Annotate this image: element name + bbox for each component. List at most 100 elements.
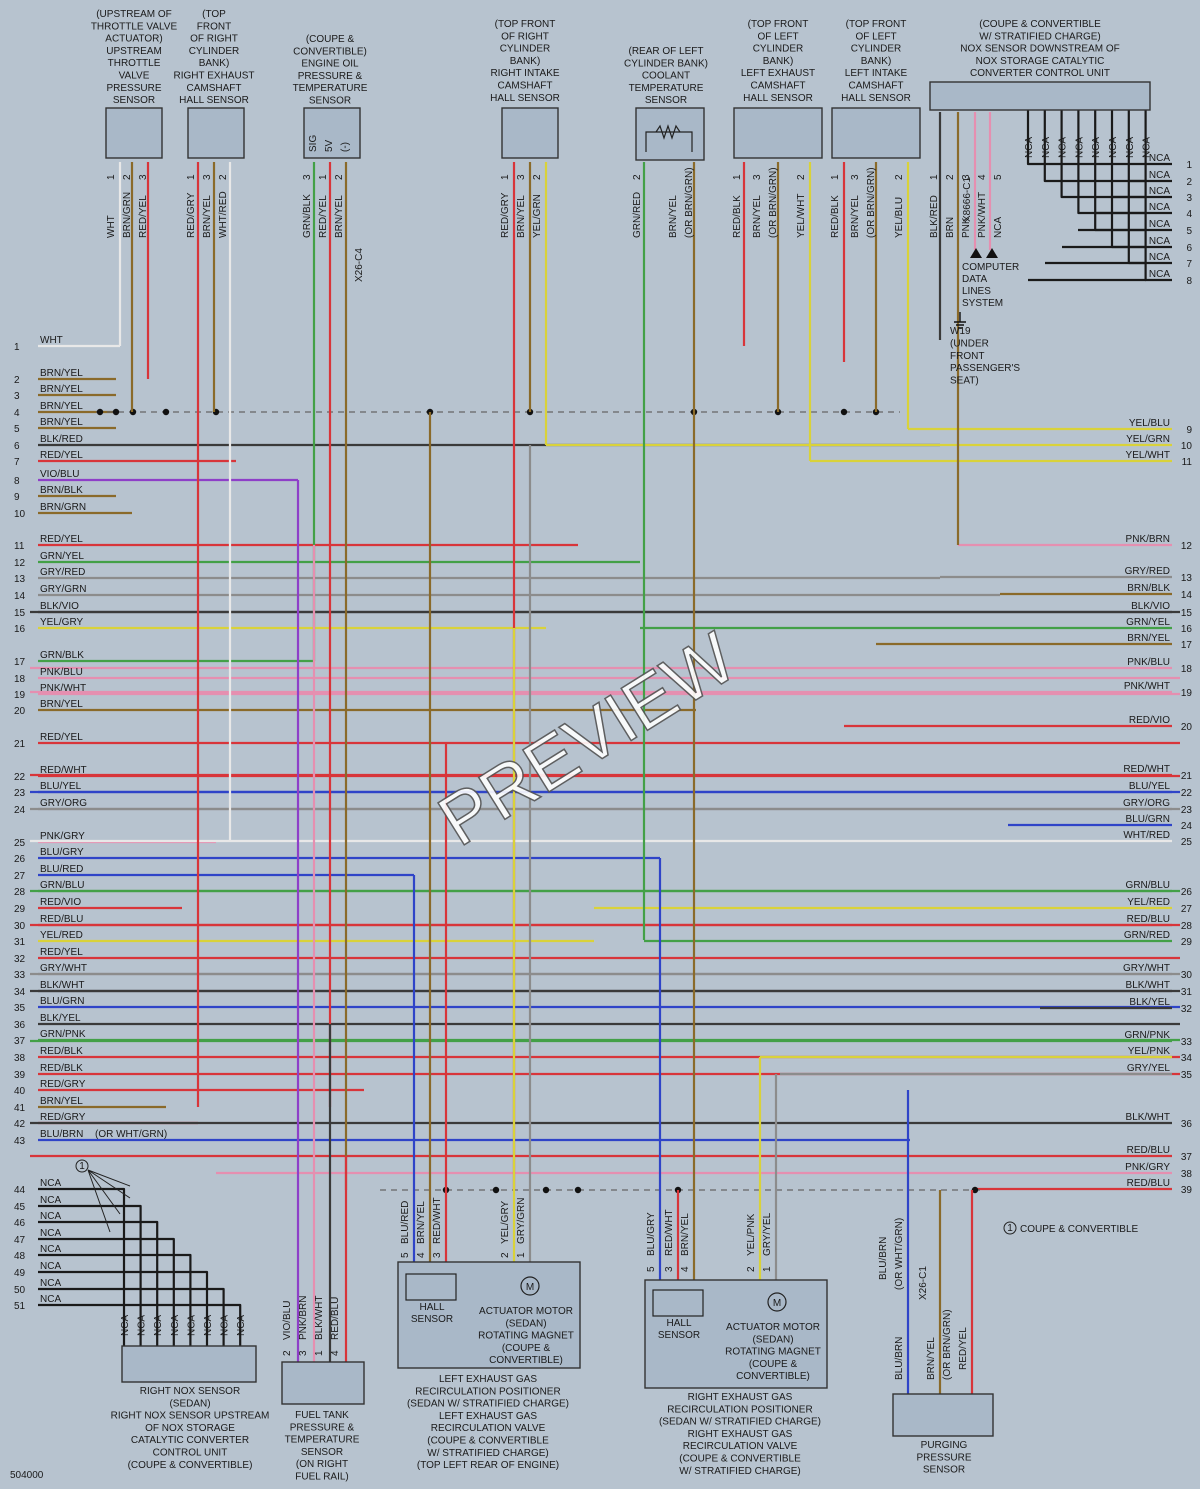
left_int_cam-label-line-4: LEFT INTAKE: [845, 68, 908, 79]
left-pin-number-47: 47: [14, 1235, 26, 1246]
throttle-label-line-0: (UPSTREAM OF: [96, 9, 172, 20]
right-pin-number-15: 15: [1181, 608, 1193, 619]
coolant-box: [635, 107, 705, 161]
left_int_cam-label-line-0: (TOP FRONT: [846, 19, 907, 30]
right-pin-label-14: BRN/BLK: [1127, 583, 1170, 594]
top-wire-label-6: GRN/BLK: [302, 194, 313, 238]
right-actuator-label-0: ACTUATOR MOTOR: [726, 1322, 820, 1333]
left_egr-label-line-0: LEFT EXHAUST GAS: [439, 1374, 537, 1385]
left-pin-label-30: RED/BLU: [40, 914, 83, 925]
top-wire-label-18: YEL/WHT: [796, 194, 807, 238]
left-pin-number-4: 4: [14, 408, 20, 419]
top-wire-pin-24: 2: [945, 174, 956, 180]
footnote-number-left: 1: [79, 1161, 85, 1172]
top-wire-pin-12: 2: [632, 174, 643, 180]
right-pin-number-31: 31: [1181, 987, 1193, 998]
right_egr-label-line-0: RIGHT EXHAUST GAS: [688, 1392, 793, 1403]
ground-label-3: PASSENGER'S: [950, 363, 1020, 374]
right-pin-label-20: RED/VIO: [1129, 715, 1170, 726]
left-egr-wire-pin-1: 4: [416, 1252, 427, 1258]
right-actuator-label-2: ROTATING MAGNET: [725, 1347, 821, 1358]
left-pin-number-1: 1: [14, 342, 20, 353]
right-pin-number-32: 32: [1181, 1004, 1193, 1015]
fuel-tank-wire-pin-0: 2: [282, 1350, 293, 1356]
top-wire-label-12: GRN/RED: [632, 192, 643, 238]
right_int_cam-label-line-4: RIGHT INTAKE: [490, 68, 559, 79]
right_nox-label-line-2: RIGHT NOX SENSOR UPSTREAM: [111, 1411, 270, 1422]
left-pin-number-31: 31: [14, 937, 26, 948]
right-pin-number-34: 34: [1181, 1053, 1193, 1064]
right-pin-number-27: 27: [1181, 904, 1193, 915]
right-pin-number-6: 6: [1186, 243, 1192, 254]
left-actuator-label-1: (SEDAN): [505, 1318, 546, 1329]
left-pin-number-5: 5: [14, 424, 20, 435]
left-pin-number-24: 24: [14, 805, 26, 816]
left-pin-label-26: BLU/GRY: [40, 847, 84, 858]
left-pin-number-37: 37: [14, 1036, 26, 1047]
splice-dot-bottom-5: [971, 1186, 979, 1194]
right-pin-label-23: GRY/ORG: [1123, 798, 1170, 809]
right_exh_cam-label-line-0: (TOP: [202, 9, 226, 20]
right-pin-label-4: NCA: [1149, 202, 1170, 213]
right-hall-sensor-box: [652, 1289, 704, 1317]
top-wire-label-21: (OR BRN/GRN): [866, 167, 877, 238]
right-pin-number-14: 14: [1181, 590, 1193, 601]
left-pin-label-36: BLK/YEL: [40, 1013, 81, 1024]
left-pin-label-47: NCA: [40, 1228, 61, 1239]
right-pin-label-26: GRN/BLU: [1126, 880, 1170, 891]
left-pin-label-22: RED/WHT: [40, 765, 87, 776]
right_exh_cam-label-line-6: CAMSHAFT: [187, 83, 242, 94]
right-pin-label-29: GRN/RED: [1124, 930, 1170, 941]
left_int_cam-label-line-1: OF LEFT: [855, 31, 896, 42]
right-pin-number-2: 2: [1186, 177, 1192, 188]
left-pin-label-11: RED/YEL: [40, 534, 83, 545]
right-pin-number-39: 39: [1181, 1185, 1193, 1196]
left_exh_cam-label-line-5: CAMSHAFT: [751, 81, 806, 92]
left_exh_cam-label-line-6: HALL SENSOR: [743, 93, 813, 104]
purge-label-line-2: SENSOR: [923, 1465, 965, 1476]
right_int_cam-label-line-3: BANK): [510, 56, 541, 67]
left-pin-label-35: BLU/GRN: [40, 996, 84, 1007]
top-wire-label-25: PNK: [961, 217, 972, 238]
left-actuator-label-4: CONVERTIBLE): [489, 1355, 563, 1366]
splice-dot-bottom-3: [574, 1186, 582, 1194]
left-pin-number-17: 17: [14, 657, 26, 668]
right_exh_cam-label-line-2: OF RIGHT: [190, 34, 238, 45]
throttle-label-line-2: ACTUATOR): [105, 34, 162, 45]
right-pin-label-11: YEL/WHT: [1126, 450, 1170, 461]
right_egr-label-line-5: (COUPE & CONVERTIBLE: [679, 1454, 801, 1465]
nox-down-nca-label-1: NCA: [1041, 137, 1052, 158]
right-nox-wire-label-4: NCA: [186, 1315, 197, 1336]
right-nox-wire-7: [110, 1303, 242, 1346]
nox-down-nca-wire-2: [1060, 110, 1145, 199]
left-pin-label-42: RED/GRY: [40, 1112, 86, 1123]
purge-wire-label-5: (OR WHT/GRN): [894, 1218, 905, 1290]
right-pin-label-34: YEL/PNK: [1128, 1046, 1171, 1057]
oil_pressure-label-line-3: PRESSURE &: [298, 71, 363, 82]
top-wire-pin-20: 3: [850, 174, 861, 180]
purge-wire-label-3: RED/YEL: [958, 1327, 969, 1370]
left-pin-label-37: GRN/PNK: [40, 1029, 86, 1040]
computer-data-lines-0: COMPUTER: [962, 262, 1019, 273]
throttle-label-line-4: THROTTLE: [108, 58, 161, 69]
fuel_tank-label-line-5: FUEL RAIL): [295, 1472, 349, 1483]
right-pin-number-36: 36: [1181, 1119, 1193, 1130]
left-pin-number-22: 22: [14, 772, 26, 783]
left-pin-number-32: 32: [14, 954, 26, 965]
left-pin-number-50: 50: [14, 1285, 26, 1296]
right_nox-label-line-0: RIGHT NOX SENSOR: [140, 1386, 240, 1397]
right-egr-wire-pin-4: 1: [762, 1266, 773, 1272]
left-pin-number-13: 13: [14, 574, 26, 585]
right-pin-number-29: 29: [1181, 937, 1193, 948]
left_exh_cam-label-line-4: LEFT EXHAUST: [741, 68, 815, 79]
left-pin-number-46: 46: [14, 1218, 26, 1229]
left-pin-label-2: BRN/YEL: [40, 368, 83, 379]
left-pin-label-14: GRY/GRN: [40, 584, 87, 595]
right-pin-number-17: 17: [1181, 640, 1193, 651]
left_exh_cam-label-line-3: BANK): [763, 56, 794, 67]
right-pin-label-5: NCA: [1149, 219, 1170, 230]
right_nox-label-line-6: (COUPE & CONVERTIBLE): [128, 1460, 253, 1471]
right-pin-label-8: NCA: [1149, 269, 1170, 280]
right-pin-label-22: BLU/YEL: [1129, 781, 1171, 792]
